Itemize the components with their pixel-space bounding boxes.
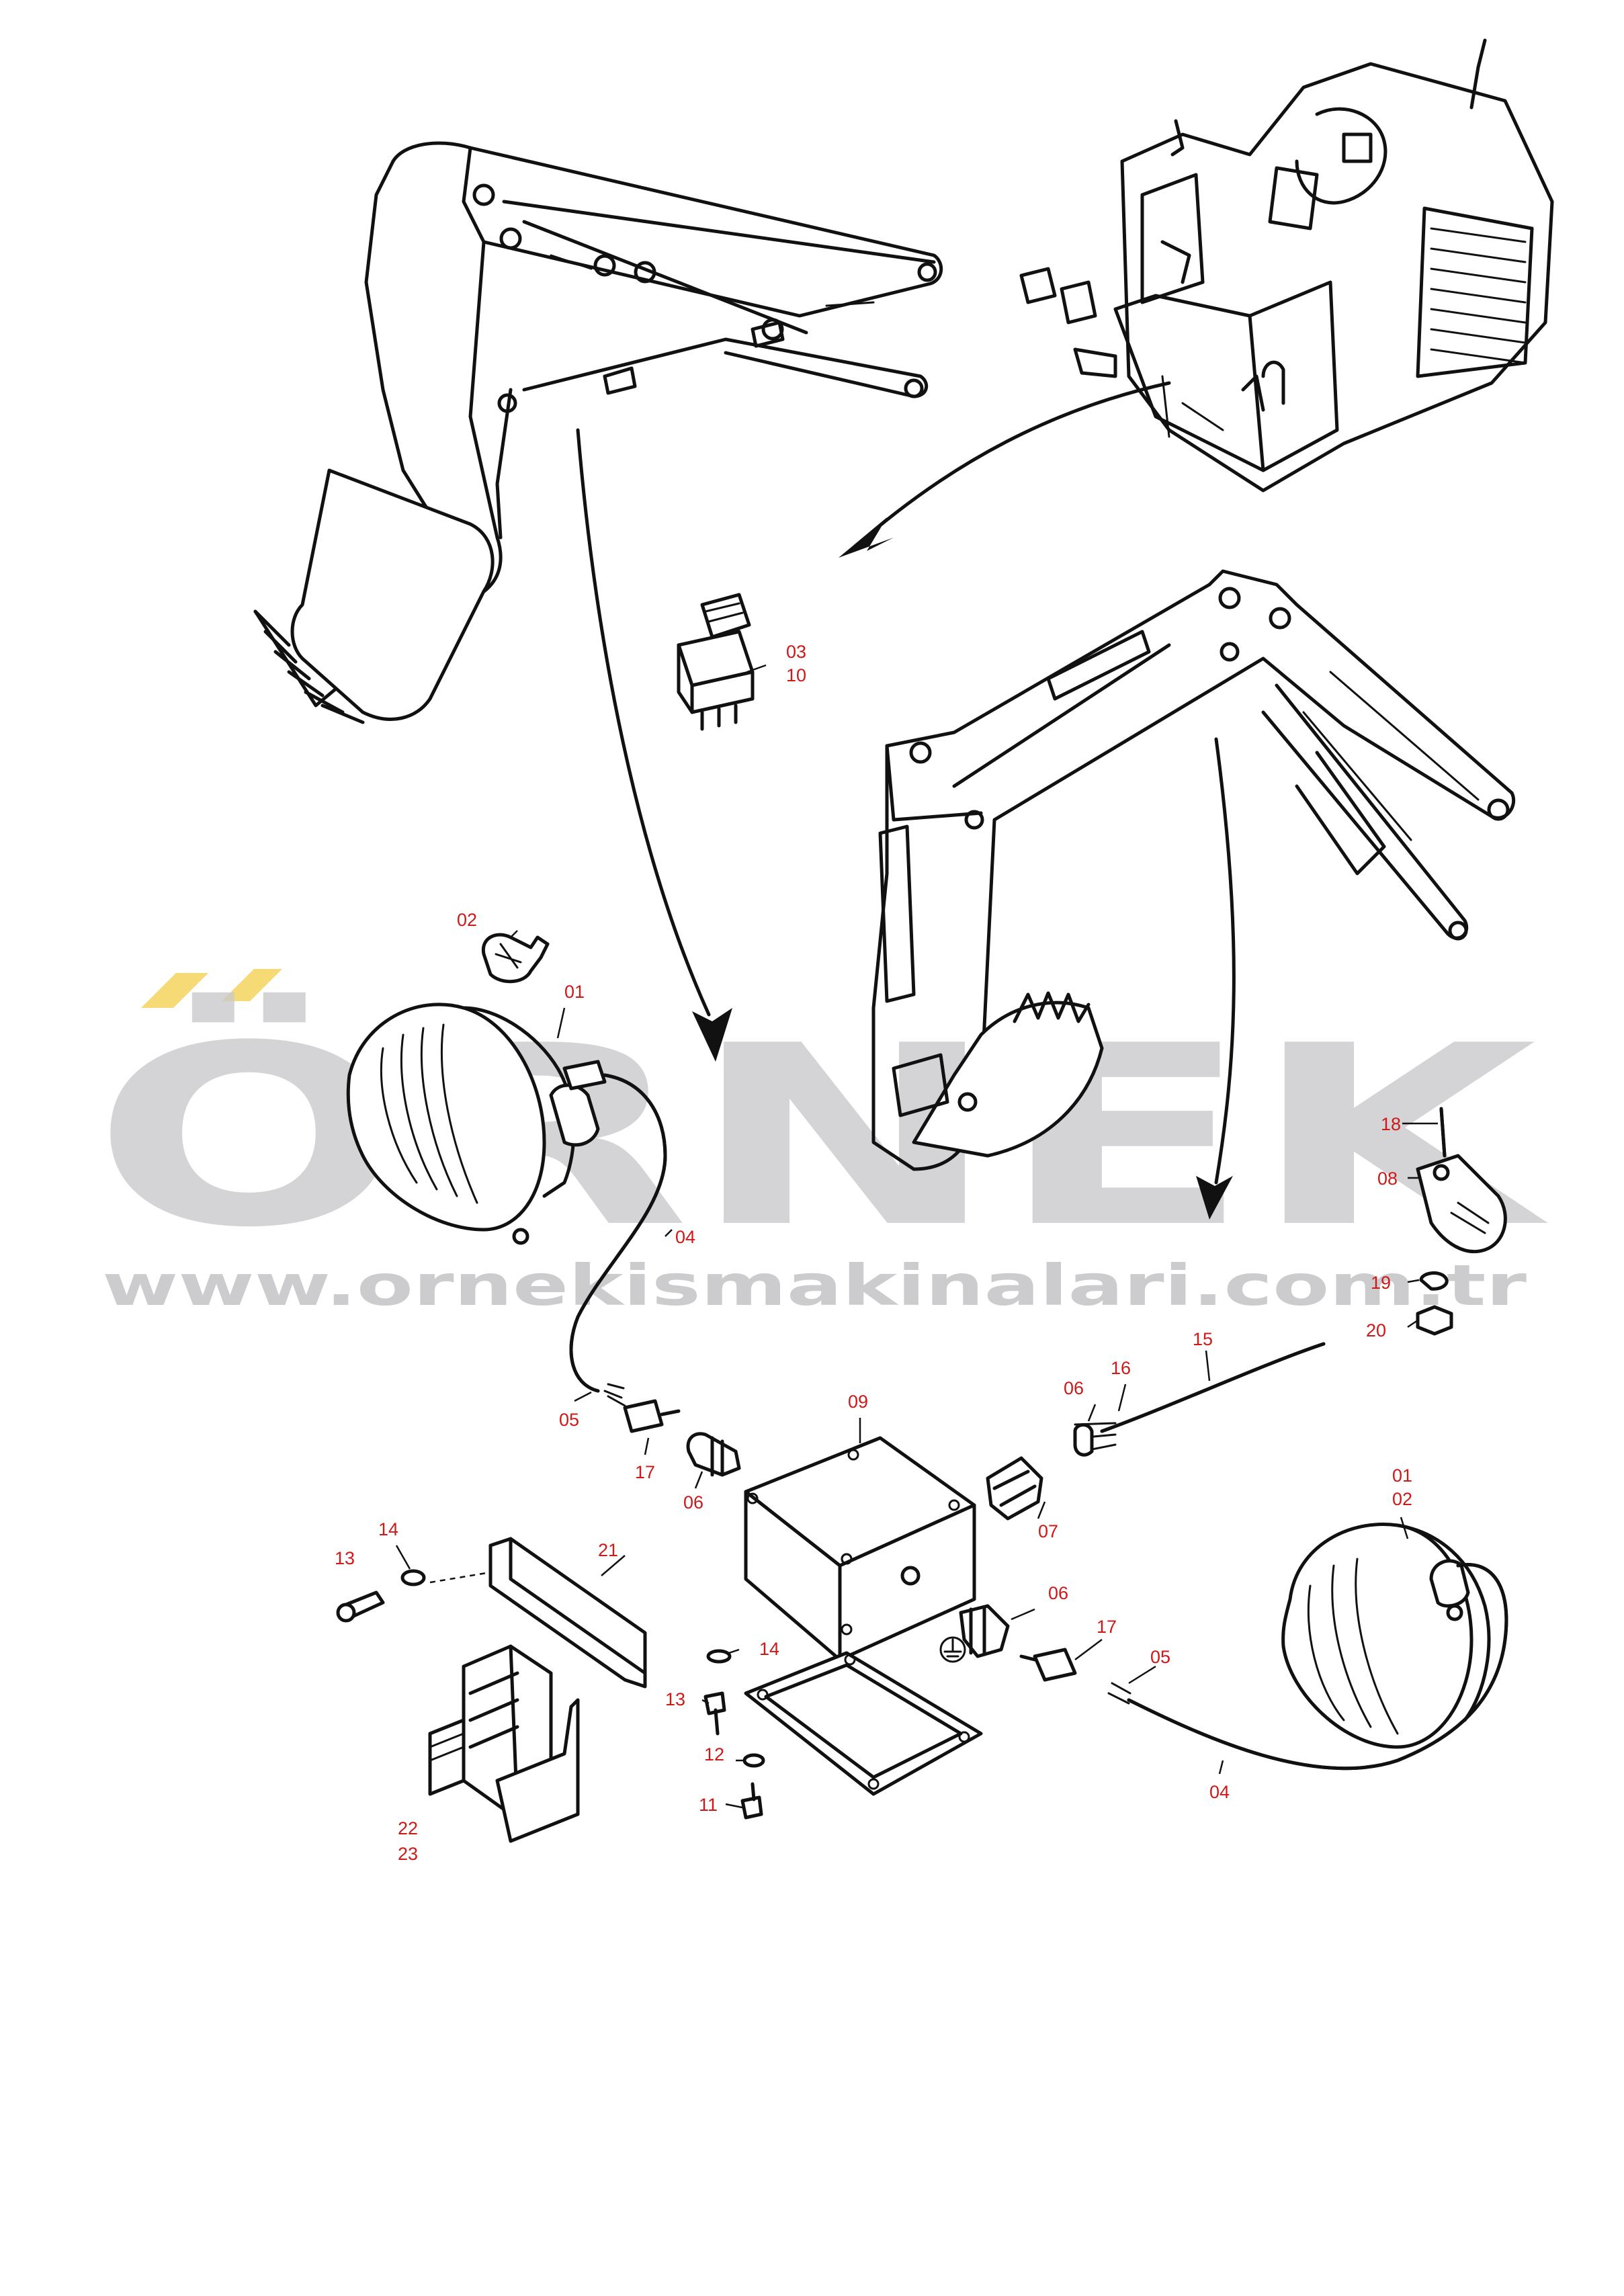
- junction-box: [744, 1436, 976, 1662]
- callout-21: 21: [598, 1540, 618, 1560]
- callout-02-top: 02: [457, 910, 477, 930]
- terminal-blocks: [428, 1644, 580, 1843]
- callout-05-left: 05: [559, 1410, 579, 1430]
- callout-02-right: 02: [1392, 1489, 1412, 1509]
- watermark-brand: ÖRNEK: [92, 990, 1551, 1282]
- callout-05-right: 05: [1150, 1647, 1170, 1667]
- callout-01-right: 01: [1392, 1465, 1412, 1486]
- callout-22: 22: [398, 1818, 418, 1838]
- arrow-left-boom-down: [576, 428, 711, 1017]
- callout-06-wire: 06: [1064, 1378, 1084, 1398]
- callout-18: 18: [1381, 1114, 1401, 1134]
- wire-bundle-right: [1073, 1342, 1326, 1457]
- callout-15: 15: [1193, 1329, 1213, 1349]
- callout-04-right: 04: [1209, 1782, 1230, 1802]
- callout-labels: 03 10 02 01 04 05 17 06 09 07 06 16 15 1…: [335, 642, 1412, 1864]
- callout-11: 11: [699, 1795, 718, 1815]
- callout-23: 23: [398, 1844, 418, 1864]
- arrow-left-boom-down-head: [692, 1008, 732, 1062]
- callout-09: 09: [848, 1392, 868, 1412]
- callout-17-right: 17: [1097, 1617, 1117, 1637]
- box-gasket: [744, 1651, 983, 1796]
- screws-mid: [703, 1649, 765, 1820]
- callout-06-right: 06: [1048, 1583, 1068, 1603]
- machine-cab: [1019, 38, 1554, 493]
- arrow-right-boom-down: [1214, 737, 1236, 1185]
- callout-04-left: 04: [675, 1227, 695, 1247]
- arrow-cab-to-relay: [871, 381, 1171, 533]
- callout-13-left: 13: [335, 1548, 355, 1568]
- callout-20: 20: [1366, 1320, 1386, 1341]
- connectors-right: [959, 1604, 1077, 1682]
- watermark-accent-right: [222, 969, 282, 1001]
- callout-06-left: 06: [683, 1492, 703, 1513]
- headlamp-right: [1281, 1523, 1491, 1749]
- callout-16: 16: [1111, 1358, 1131, 1378]
- callout-13-mid: 13: [665, 1689, 685, 1709]
- connectors-left: [623, 1399, 741, 1477]
- callout-10: 10: [786, 665, 806, 685]
- din-rail: [429, 1537, 647, 1689]
- callout-03: 03: [786, 642, 806, 662]
- bolt-top: [481, 933, 550, 984]
- callout-19: 19: [1371, 1273, 1391, 1293]
- callout-08: 08: [1377, 1168, 1398, 1189]
- watermark-accent-left: [141, 973, 208, 1008]
- cable-left: [569, 1073, 667, 1407]
- watermark: ÖRNEK www.ornekismakinalari.com.tr: [92, 969, 1551, 1318]
- callout-14-left: 14: [378, 1519, 398, 1539]
- mounting-clamp: [1416, 1107, 1507, 1336]
- arrow-right-boom-down-head: [1196, 1176, 1233, 1220]
- leader-lines: [395, 664, 1438, 1809]
- cable-right: [1107, 1563, 1508, 1771]
- callout-17-left: 17: [635, 1462, 655, 1482]
- screws-left: [336, 1569, 426, 1623]
- backhoe-arm-right: [871, 569, 1516, 1171]
- ground-symbol-icon: [939, 1636, 966, 1663]
- arrow-cab-to-relay-head: [839, 517, 894, 558]
- watermark-url: www.ornekismakinalari.com.tr: [102, 1252, 1527, 1318]
- headlamp-left: [346, 1003, 607, 1245]
- callout-12: 12: [704, 1744, 724, 1764]
- pointer-arrows: [576, 381, 1236, 1220]
- relay-switch: [677, 593, 755, 731]
- callout-07: 07: [1038, 1521, 1058, 1541]
- backhoe-arm-left: [253, 141, 943, 724]
- connector-07: [986, 1456, 1043, 1521]
- callout-14-mid: 14: [759, 1639, 779, 1659]
- callout-01-top: 01: [564, 982, 585, 1002]
